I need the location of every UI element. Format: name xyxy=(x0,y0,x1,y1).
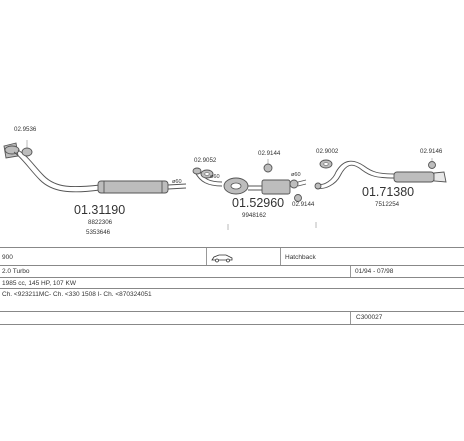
centre-pipe-part xyxy=(192,167,307,195)
info-row-model: 900 Hatchback xyxy=(0,247,464,266)
catalog-code-value: C300027 xyxy=(356,314,383,321)
diameter-label-1: ø60 xyxy=(172,179,182,185)
years-value: 01/94 - 07/98 xyxy=(355,268,394,275)
model-value: 900 xyxy=(2,254,13,261)
body-type-value: Hatchback xyxy=(285,254,316,261)
fitting-label-gasket-1: 02.9052 xyxy=(194,157,217,164)
fitting-label-gasket-2: 02.9002 xyxy=(316,148,339,155)
part-number-1: 01.31190 xyxy=(74,203,125,217)
clamp-1 xyxy=(21,140,33,157)
fitting-label-hanger-2: 02.9144 xyxy=(292,201,315,208)
hanger-2 xyxy=(294,194,302,202)
info-row-code: C300027 xyxy=(0,311,464,324)
fitting-label-clamp-1: 02.9536 xyxy=(14,126,37,133)
cell-divider xyxy=(350,266,351,278)
specs-value: 1985 cc, 145 HP, 107 KW xyxy=(2,280,76,287)
hanger-3 xyxy=(428,158,436,169)
info-row-bottom-rule xyxy=(0,324,464,326)
hanger-1 xyxy=(263,159,273,173)
car-icon xyxy=(211,254,233,263)
diameter-label-2: ø60 xyxy=(210,174,220,180)
gasket-1 xyxy=(200,169,214,179)
fitting-label-hanger-3: 02.9146 xyxy=(420,148,443,155)
front-pipe-part xyxy=(3,142,187,194)
diameter-label-3: ø60 xyxy=(291,172,301,178)
info-row-specs: 1985 cc, 145 HP, 107 KW xyxy=(0,277,464,289)
part-number-3: 01.71380 xyxy=(362,185,414,199)
fitting-label-hanger-1: 02.9144 xyxy=(258,150,281,157)
info-row-chassis: Ch. <923211MC- Ch. <330 1508 I- Ch. <870… xyxy=(0,288,464,301)
gasket-2 xyxy=(319,159,333,169)
part-number-2: 01.52960 xyxy=(232,196,284,210)
oe-number-2: 9948162 xyxy=(242,212,267,219)
info-row-engine: 2.0 Turbo 01/94 - 07/98 xyxy=(0,265,464,278)
rear-pipe-part xyxy=(314,160,447,190)
cell-divider xyxy=(206,248,207,266)
oe-number-1a: 8822306 xyxy=(88,219,113,226)
cell-divider xyxy=(350,312,351,324)
chassis-value: Ch. <923211MC- Ch. <330 1508 I- Ch. <870… xyxy=(2,291,152,298)
exhaust-system-diagram: 02.9536 01.31190 8822306 5353646 ø60 02.… xyxy=(3,126,447,236)
cell-divider xyxy=(280,248,281,266)
oe-number-1b: 5353646 xyxy=(86,229,111,236)
engine-value: 2.0 Turbo xyxy=(2,268,30,275)
oe-number-3: 7512254 xyxy=(375,201,400,208)
